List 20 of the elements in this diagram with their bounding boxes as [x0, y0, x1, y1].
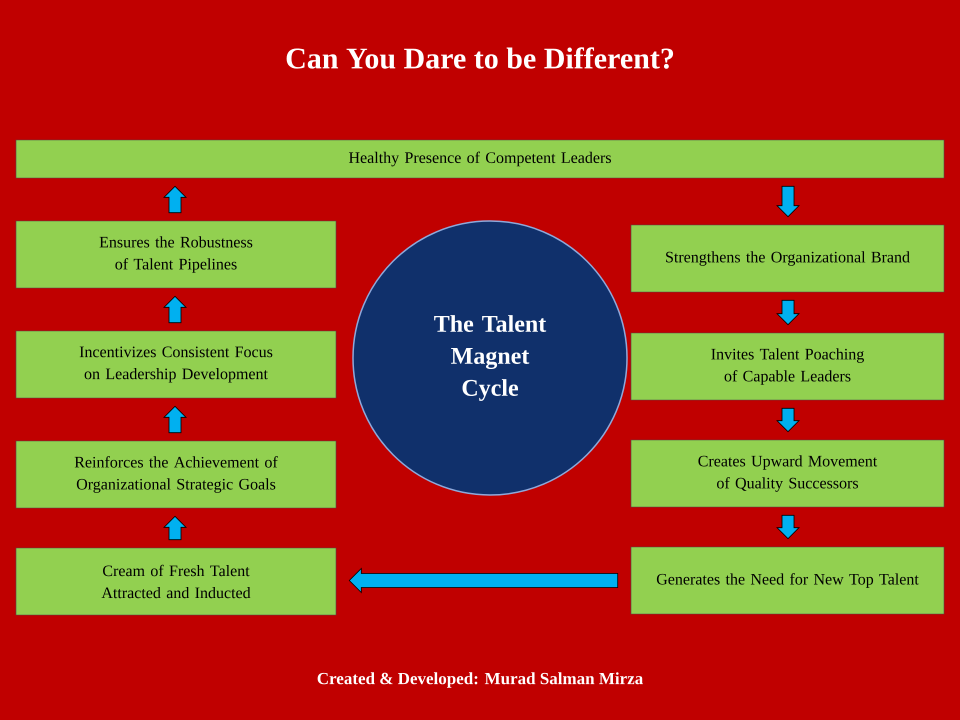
process-box: Healthy Presence of Competent Leaders: [16, 140, 944, 178]
block-arrow: [776, 186, 800, 218]
block-arrow: [163, 406, 187, 434]
process-box: Ensures the Robustness of Talent Pipelines: [16, 220, 336, 288]
block-arrow: [163, 516, 187, 540]
block-arrow: [776, 514, 800, 540]
process-box: Strengthens the Organizational Brand: [630, 224, 944, 292]
block-arrow: [163, 296, 187, 324]
process-box: Generates the Need for New Top Talent: [630, 546, 944, 614]
process-box: Cream of Fresh Talent Attracted and Inducted: [16, 548, 336, 616]
caption: Created & Developed: Murad Salman Mirza: [318, 672, 643, 688]
process-box: Reinforces the Achievement of Organizational Strategic Goals: [16, 440, 336, 508]
block-arrow: [776, 408, 800, 432]
process-box: Incentivizes Consistent Focus on Leadership Development: [16, 330, 336, 398]
block-arrow: [776, 300, 800, 326]
process-box: Creates Upward Movement of Quality Successors: [630, 440, 944, 508]
block-arrow: [163, 186, 187, 214]
title: Can You Dare to be Different?: [286, 47, 674, 69]
process-box: Invites Talent Poaching of Capable Leaders: [630, 332, 944, 400]
block-arrow: [348, 568, 618, 594]
